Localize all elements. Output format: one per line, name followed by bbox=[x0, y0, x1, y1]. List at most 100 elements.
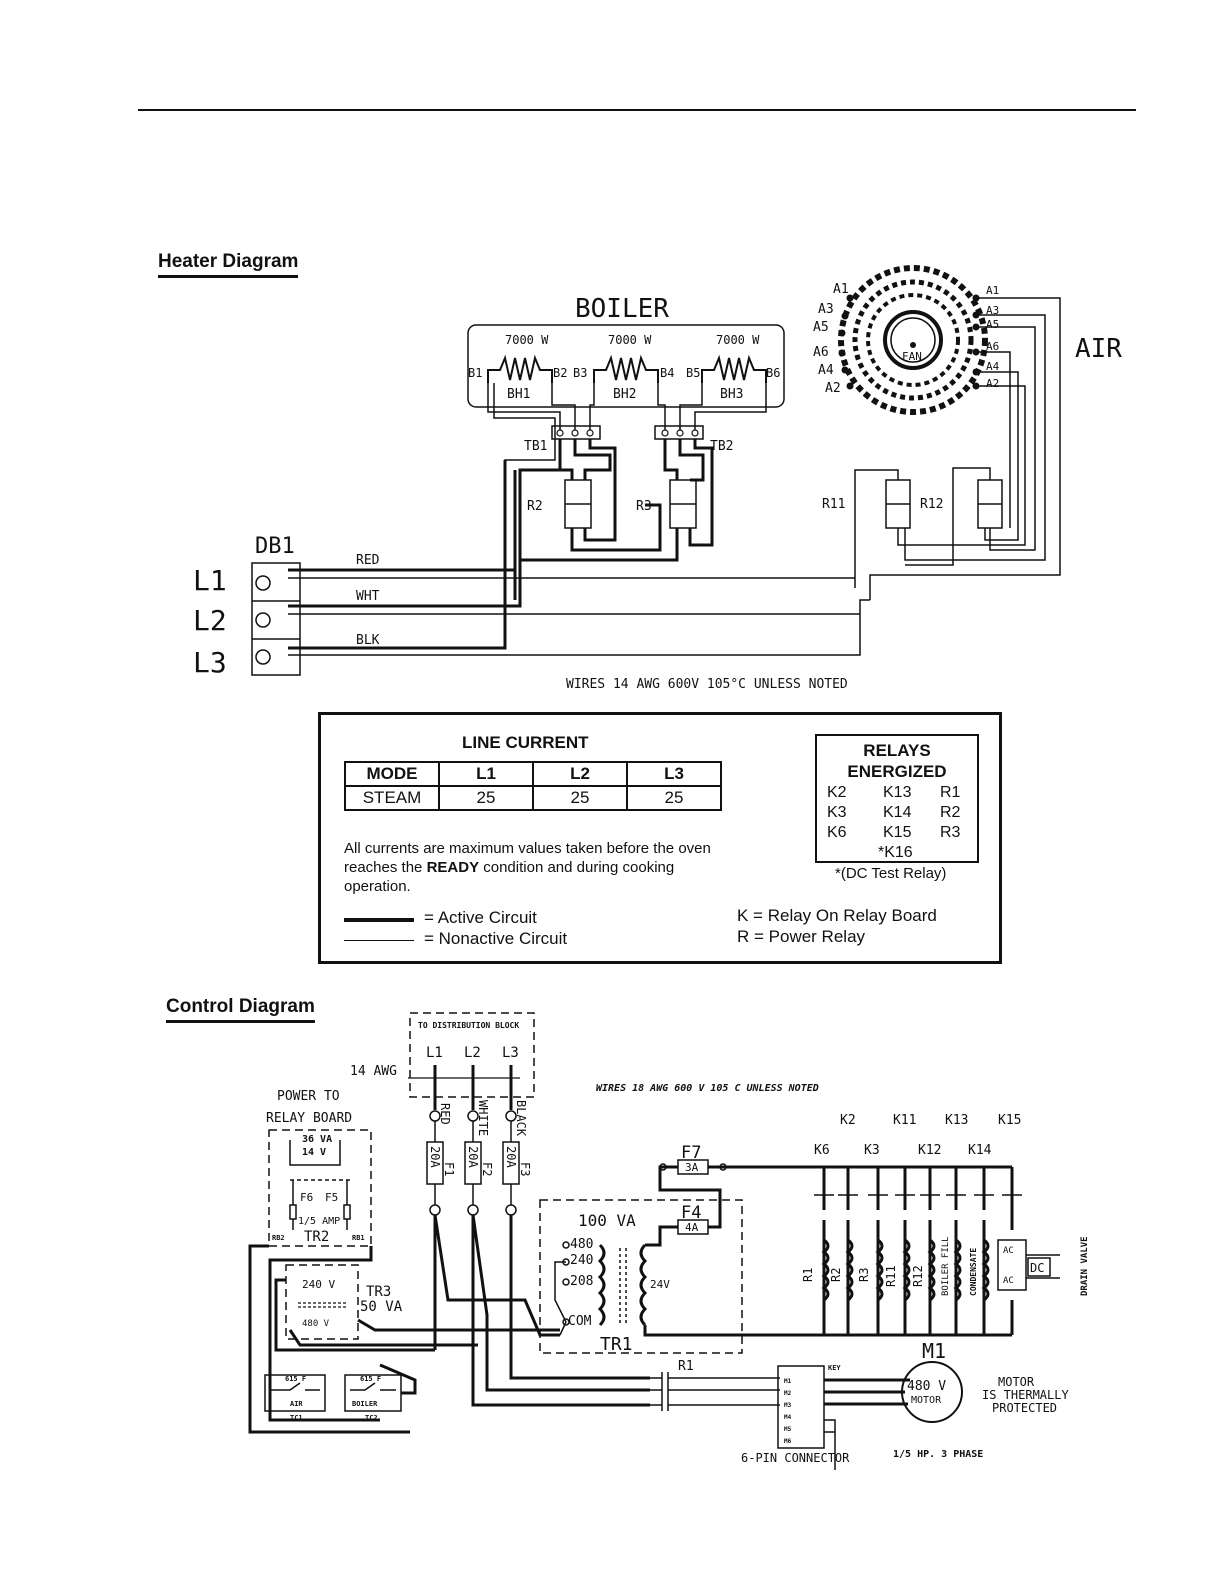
tr1-box bbox=[539, 1199, 743, 1354]
relay-k13: K13 bbox=[883, 784, 912, 801]
nonactive-circuit-line bbox=[344, 940, 414, 941]
relay-r3: R3 bbox=[940, 824, 961, 841]
control-diagram-title: Control Diagram bbox=[166, 996, 315, 1023]
relay-board-box bbox=[268, 1129, 372, 1247]
air-label: AIR bbox=[1075, 334, 1122, 364]
drain-valve-rectifier bbox=[997, 1239, 1027, 1291]
wire-black bbox=[288, 640, 507, 650]
motor-note-2: IS THERMALLY bbox=[982, 1388, 1069, 1402]
connector-label: 6-PIN CONNECTOR bbox=[741, 1451, 850, 1465]
terminal-b2: B2 bbox=[553, 366, 567, 380]
distribution-block-db1 bbox=[251, 562, 301, 676]
heater-watt-1: 7000 W bbox=[505, 333, 549, 347]
air-terminal-right-a1: A1 bbox=[986, 284, 999, 297]
nonactive-circuit-label: = Nonactive Circuit bbox=[424, 929, 568, 948]
relays-energized-box: RELAYS ENERGIZED K2 K3 K6 K13 K14 K15 *K… bbox=[815, 734, 979, 863]
pin-m4: M4 bbox=[784, 1414, 792, 1421]
db1-label: DB1 bbox=[255, 534, 295, 559]
dist-block-label: TO DISTRIBUTION BLOCK bbox=[418, 1021, 519, 1030]
terminal-b4: B4 bbox=[660, 366, 674, 380]
relay-r3-label: R3 bbox=[636, 499, 652, 514]
air-terminal-left-a2: A2 bbox=[825, 381, 841, 396]
coil-r11-label: R11 bbox=[884, 1265, 898, 1287]
k3-label: K3 bbox=[864, 1143, 880, 1158]
fuse-f1-amp: 20A bbox=[428, 1146, 442, 1168]
tr1-label: TR1 bbox=[600, 1334, 633, 1355]
active-circuit-line bbox=[344, 918, 414, 922]
tc1-temp: 615 F bbox=[285, 1375, 306, 1383]
col-l2: L2 bbox=[532, 761, 628, 787]
relay-board-label: RELAY BOARD bbox=[266, 1111, 352, 1126]
fan-motor-housing bbox=[883, 310, 943, 370]
pin-m1: M1 bbox=[784, 1378, 792, 1385]
fuse-f2-amp: 20A bbox=[466, 1146, 480, 1168]
heater-name-bh1: BH1 bbox=[507, 387, 530, 402]
motor-label: MOTOR bbox=[911, 1395, 942, 1406]
line-current-table: MODE L1 L2 L3 STEAM 25 25 25 bbox=[344, 761, 722, 811]
relay-k3: K3 bbox=[827, 804, 847, 821]
fuse-f6-label: F6 bbox=[300, 1191, 313, 1204]
connector-key-label: KEY bbox=[828, 1364, 841, 1372]
wire-color-black: BLK bbox=[356, 633, 380, 648]
wire-color-red: RED bbox=[356, 553, 380, 568]
boiler-label: BOILER bbox=[575, 294, 669, 324]
tr1-tap-480: 480 bbox=[570, 1237, 593, 1252]
air-terminal-left-a3: A3 bbox=[818, 302, 834, 317]
tb1-label: TB1 bbox=[524, 439, 547, 454]
tr1-tap-240: 240 bbox=[570, 1253, 593, 1268]
fuse-f2-label: F2 bbox=[480, 1162, 494, 1176]
heater-coil-bh3 bbox=[701, 354, 767, 383]
col-l3: L3 bbox=[626, 761, 722, 787]
fan-label: FAN bbox=[902, 350, 922, 363]
drain-valve-label: DRAIN VALVE bbox=[1080, 1236, 1090, 1296]
fuse-f3-label: F3 bbox=[518, 1162, 532, 1176]
tr1-primary-coil bbox=[597, 1243, 606, 1327]
awg-label: 14 AWG bbox=[350, 1064, 397, 1079]
col-l1: L1 bbox=[438, 761, 534, 787]
tr3-label: TR3 bbox=[366, 1284, 391, 1300]
pin-m3: M3 bbox=[784, 1402, 792, 1409]
heater-coil-bh1 bbox=[487, 354, 553, 383]
relay-r2-label: R2 bbox=[527, 499, 543, 514]
relays-title-1: RELAYS bbox=[863, 741, 931, 760]
motor-hp: 1/5 HP. 3 PHASE bbox=[893, 1449, 983, 1460]
thermostat-tc1 bbox=[264, 1374, 326, 1412]
air-terminal-left-a4: A4 bbox=[818, 363, 834, 378]
tr1-secondary-coil bbox=[639, 1243, 648, 1327]
heater-coil-bh2 bbox=[593, 354, 659, 383]
tr1-tap-com: COM bbox=[568, 1314, 592, 1329]
coil-r3-label: R3 bbox=[857, 1268, 871, 1282]
motor-note-3: PROTECTED bbox=[992, 1401, 1057, 1415]
line-l1-label: L1 bbox=[193, 564, 227, 597]
k6-label: K6 bbox=[814, 1143, 830, 1158]
terminal-b1: B1 bbox=[468, 366, 482, 380]
terminal-b3: B3 bbox=[573, 366, 587, 380]
tr3-box bbox=[285, 1264, 359, 1340]
coil-boiler-fill-label: BOILER FILL bbox=[941, 1236, 951, 1296]
coil-r1 bbox=[821, 1238, 830, 1302]
r-relay-note: R = Power Relay bbox=[737, 927, 866, 946]
relay-r11-label: R11 bbox=[822, 497, 845, 512]
heater-watt-3: 7000 W bbox=[716, 333, 760, 347]
fuse-f7-amp: 3A bbox=[685, 1161, 699, 1174]
ctrl-l3-label: L3 bbox=[502, 1045, 519, 1061]
fuse-f4-label: F4 bbox=[681, 1203, 701, 1223]
tr1-secondary-v: 24V bbox=[650, 1278, 670, 1291]
tr3-secondary-v: 480 V bbox=[302, 1319, 330, 1329]
current-note: All currents are maximum values taken be… bbox=[344, 839, 729, 896]
cell-l3: 25 bbox=[626, 785, 722, 811]
k11-label: K11 bbox=[893, 1113, 916, 1128]
air-terminal-left-a5: A5 bbox=[813, 320, 829, 335]
ctrl-l1-label: L1 bbox=[426, 1045, 443, 1061]
tr2-va: 36 VA bbox=[302, 1134, 332, 1145]
col-mode: MODE bbox=[344, 761, 440, 787]
ctrl-l2-label: L2 bbox=[464, 1045, 481, 1061]
tr2-label: TR2 bbox=[304, 1229, 329, 1245]
tr1-tap-208: 208 bbox=[570, 1274, 593, 1289]
wire-label-black: BLACK bbox=[514, 1100, 528, 1137]
ac-label-2: AC bbox=[1003, 1276, 1014, 1286]
active-circuit-label: = Active Circuit bbox=[424, 908, 537, 927]
fuse-f5-label: F5 bbox=[325, 1191, 338, 1204]
